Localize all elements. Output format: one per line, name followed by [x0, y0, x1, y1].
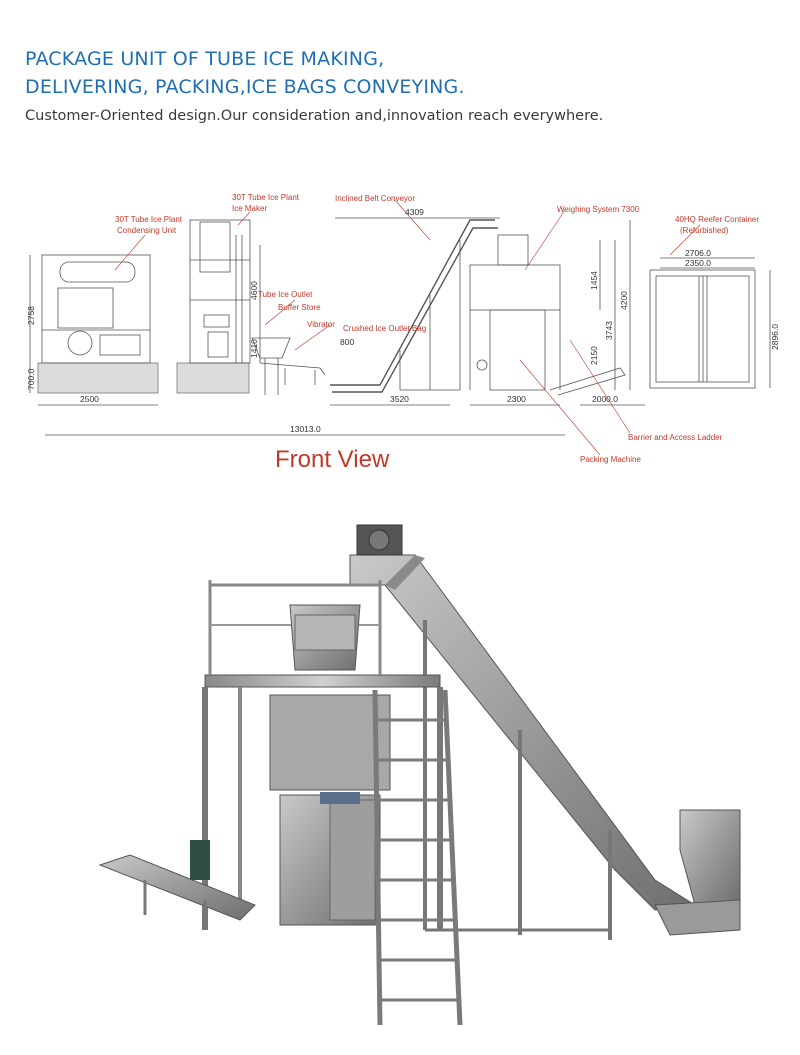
label-crushed-outlet: Crushed Ice Outlet Bag	[343, 324, 426, 333]
label-condensing-unit-2: Condensing Unit	[117, 226, 177, 235]
photo-ladder	[372, 689, 463, 1026]
label-weighing: Weighing System 7300	[557, 205, 640, 214]
dim-1410: 1410	[249, 339, 259, 358]
dim-2300: 2300	[507, 394, 526, 404]
dim-3743: 3743	[604, 321, 614, 340]
reefer-container	[649, 269, 756, 389]
dim-2706: 2706.0	[685, 248, 711, 258]
label-ice-maker-1: 30T Tube Ice Plant	[232, 193, 300, 202]
label-reefer-2: (Refurbished)	[680, 226, 729, 235]
dim-2758: 2758	[26, 306, 36, 325]
dim-2896: 2896.0	[770, 324, 780, 350]
label-vibrator: Vibrator	[307, 320, 335, 329]
label-barrier: Barrier and Access Ladder	[628, 433, 723, 442]
label-buffer-store: Buffer Store	[278, 303, 321, 312]
access-ladder	[549, 367, 626, 396]
photo-inclined-conveyor	[349, 524, 697, 940]
dim-4309: 4309	[405, 207, 424, 217]
label-tube-ice-outlet: Tube Ice Outlet	[258, 290, 313, 299]
buffer-store	[251, 337, 291, 359]
photo-motor	[190, 840, 210, 880]
page-title: PACKAGE UNIT OF TUBE ICE MAKING, DELIVER…	[25, 45, 745, 101]
front-view-caption: Front View	[275, 446, 390, 473]
vibrator-conveyor	[259, 362, 326, 376]
front-view-drawing: 30T Tube Ice Plant Condensing Unit 30T T…	[26, 193, 780, 473]
title-line-1: PACKAGE UNIT OF TUBE ICE MAKING,	[25, 48, 385, 70]
dim-2350: 2350.0	[685, 258, 711, 268]
label-reefer-1: 40HQ Reefer Container	[675, 215, 759, 224]
ice-maker-tower	[189, 219, 251, 364]
photo-outfeed-conveyor	[98, 854, 256, 921]
photo-weigher	[289, 604, 361, 671]
dim-4200: 4200	[619, 291, 629, 310]
dim-1454: 1454	[589, 271, 599, 290]
photo-packing-machine	[269, 694, 391, 926]
dim-2150: 2150	[589, 346, 599, 365]
dim-700: 700.0	[26, 368, 36, 390]
label-ice-maker-2: Ice Maker	[232, 204, 267, 213]
dim-13013: 13013.0	[290, 424, 321, 434]
dim-2500: 2500	[80, 394, 99, 404]
label-packing: Packing Machine	[580, 455, 641, 464]
inclined-belt-conveyor	[330, 219, 498, 393]
foundation-block-1	[37, 362, 159, 394]
photo-hopper	[654, 809, 741, 936]
weighing-and-packing-machine	[469, 234, 561, 391]
foundation-block-2	[176, 362, 250, 394]
label-inclined-belt: Inclined Belt Conveyor	[335, 194, 415, 203]
title-line-2: DELIVERING, PACKING,ICE BAGS CONVEYING.	[25, 76, 465, 98]
dim-4600: 4600	[249, 281, 259, 300]
dim-800: 800	[340, 337, 354, 347]
machine-photo	[98, 524, 741, 1026]
label-condensing-unit-1: 30T Tube Ice Plant	[115, 215, 183, 224]
condensing-unit	[41, 254, 151, 364]
dim-2000: 2000.0	[592, 394, 618, 404]
page-subtitle: Customer-Oriented design.Our considerati…	[25, 108, 604, 124]
dim-3520: 3520	[390, 394, 409, 404]
